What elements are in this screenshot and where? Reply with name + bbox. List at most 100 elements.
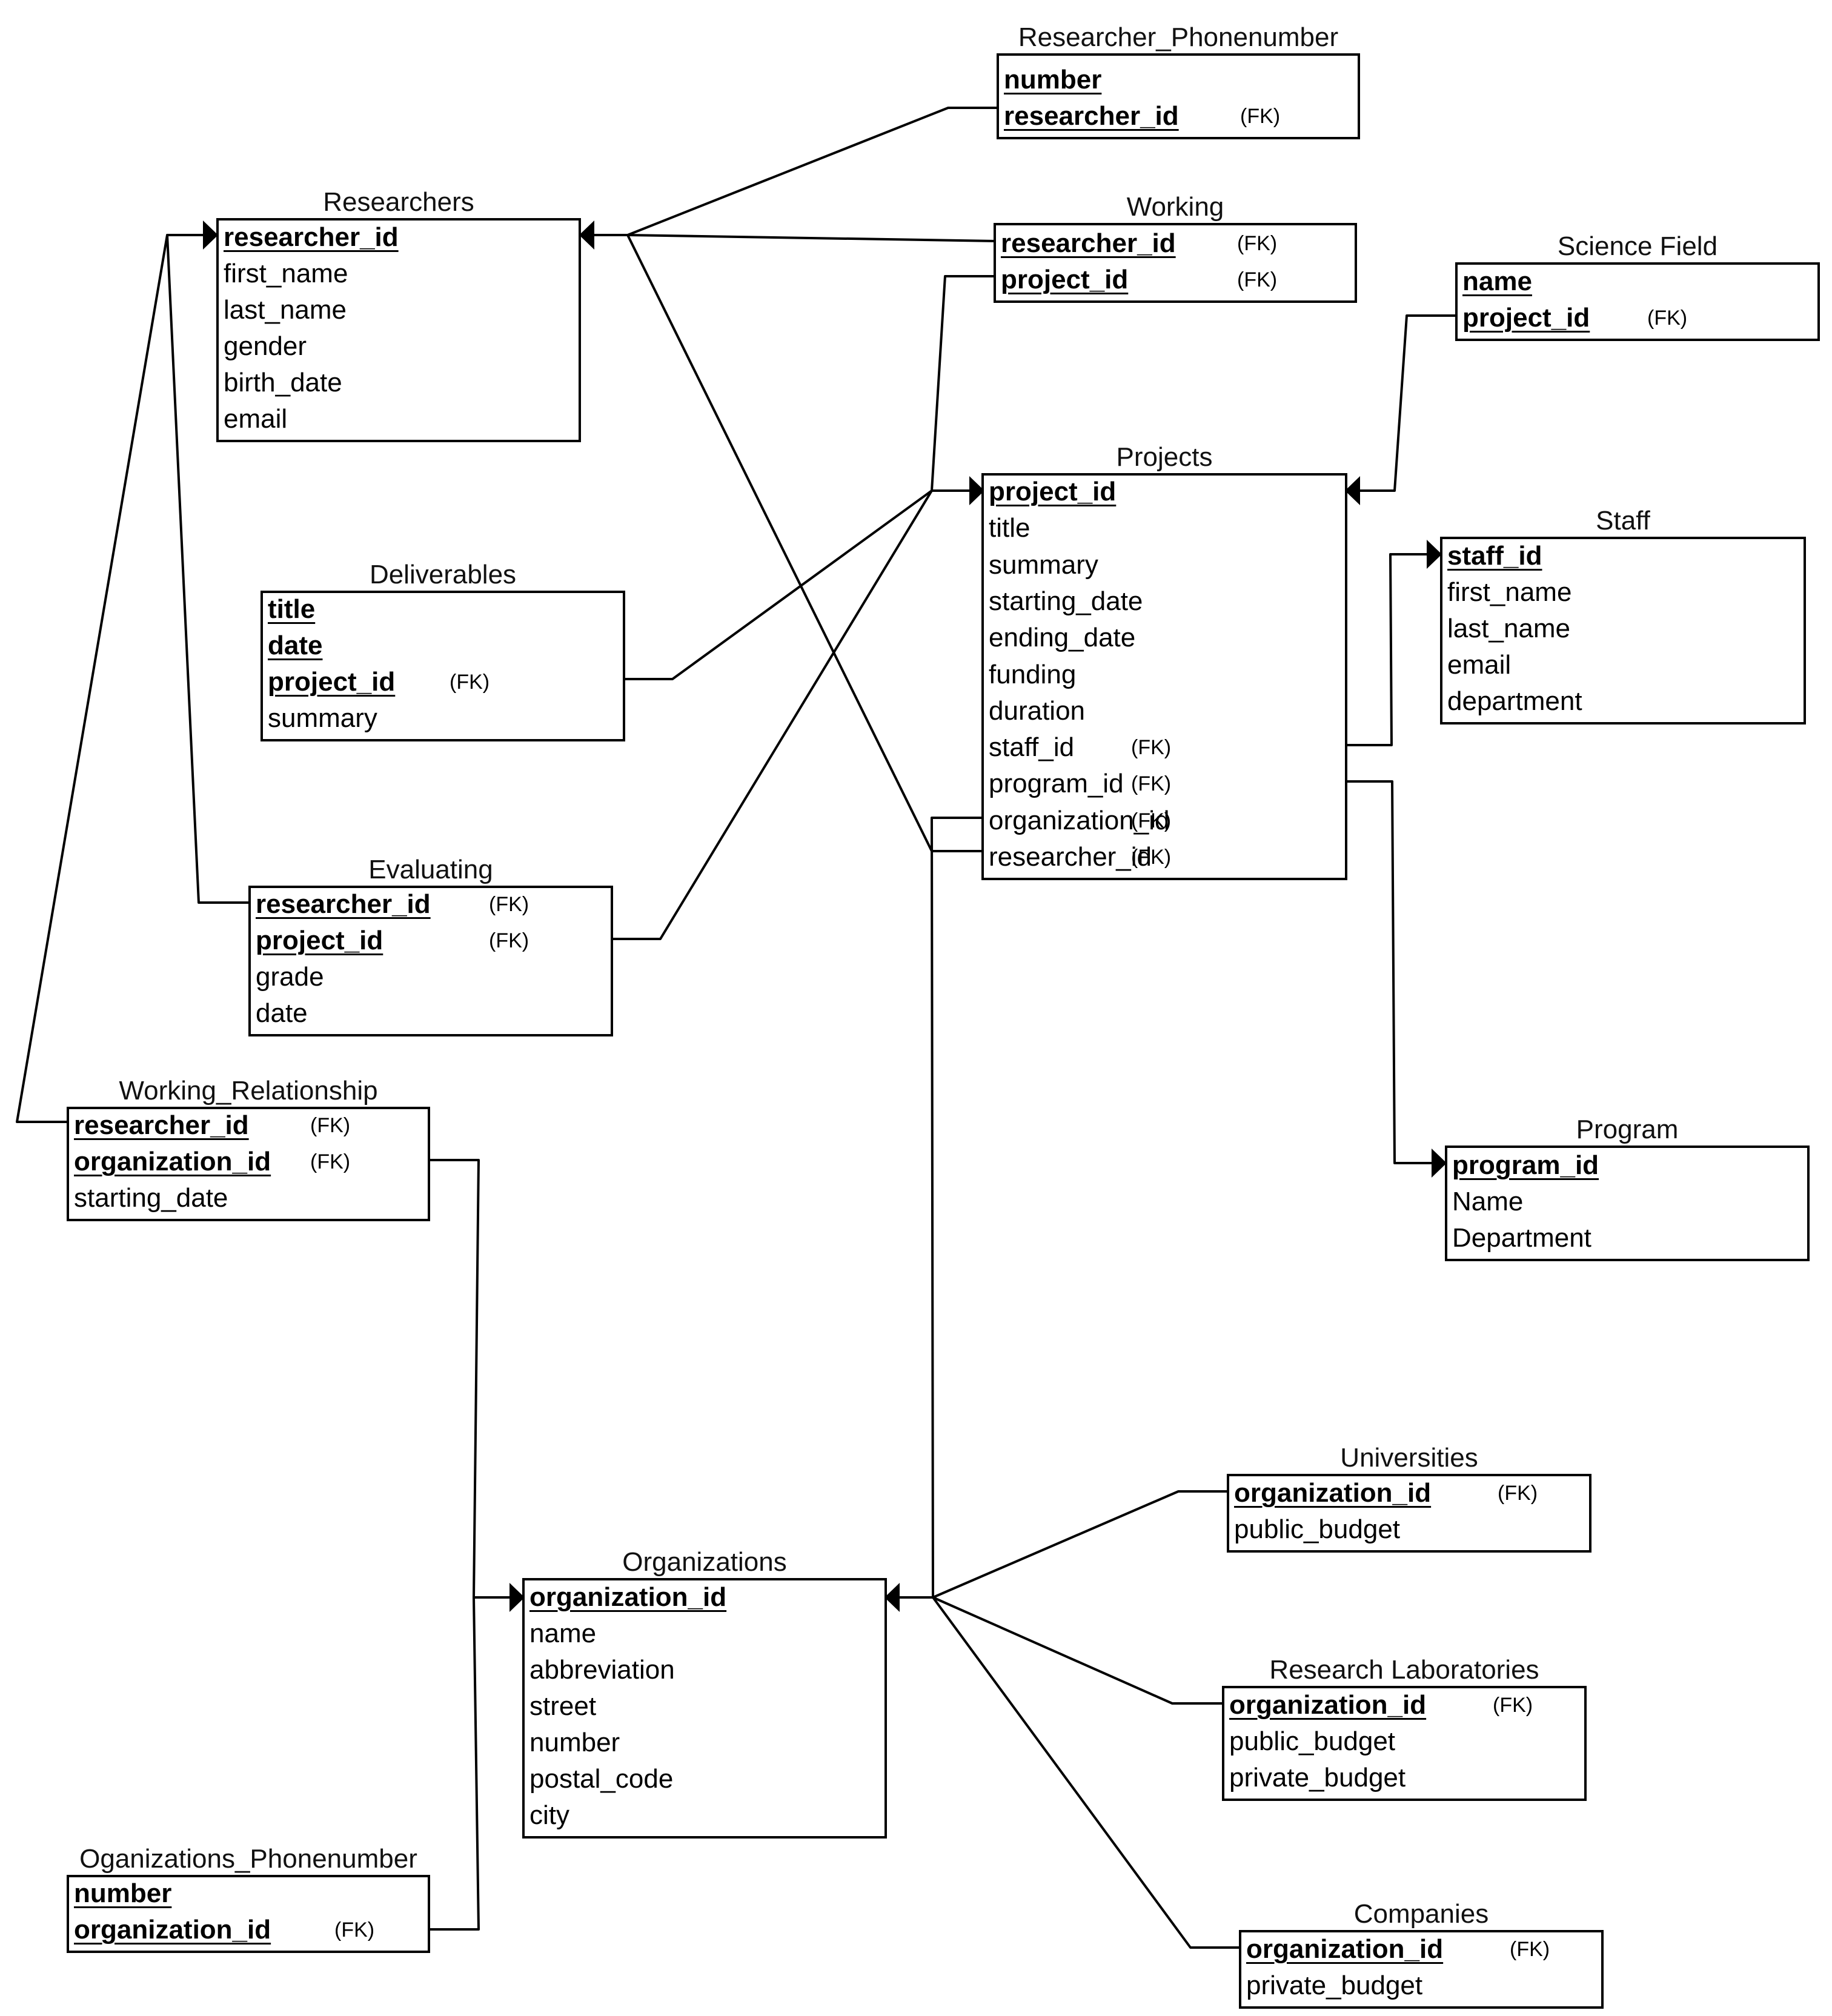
attribute-name: Name — [1452, 1187, 1524, 1216]
attribute-row: city — [529, 1797, 881, 1834]
primary-key-attribute: organization_id (FK) — [1229, 1687, 1581, 1723]
foreign-key-marker: (FK) — [1131, 772, 1172, 796]
attribute-row: summary — [268, 700, 619, 737]
entity-title: Organizations — [622, 1547, 787, 1577]
attribute-name: last_name — [1447, 614, 1571, 643]
attribute-row: number — [529, 1725, 881, 1761]
arrowhead-organizations-right — [884, 1583, 900, 1612]
attribute-row: birth_date — [224, 365, 575, 401]
attribute-name: first_name — [1447, 577, 1572, 607]
attribute-row: Name — [1452, 1184, 1804, 1220]
foreign-key-marker: (FK) — [1131, 846, 1172, 869]
attribute-row: starting_date — [74, 1180, 424, 1216]
attribute-name: organization_id — [1229, 1690, 1427, 1720]
attribute-name: private_budget — [1246, 1971, 1423, 2000]
attribute-row: public_budget — [1229, 1723, 1581, 1760]
attribute-row: gender — [224, 328, 575, 365]
attribute-row: first_name — [224, 256, 575, 292]
primary-key-attribute: title — [268, 591, 619, 628]
attribute-name: public_budget — [1229, 1726, 1396, 1756]
entity-box: researcher_id(FK)organization_id(FK)star… — [67, 1107, 430, 1221]
attribute-name: birth_date — [224, 368, 342, 397]
attribute-row: private_budget — [1229, 1760, 1581, 1796]
entity-title: Companies — [1353, 1899, 1489, 1929]
entity-title: Science Field — [1557, 231, 1718, 261]
entity-title: Working — [1126, 192, 1224, 222]
foreign-key-marker: (FK) — [450, 671, 490, 694]
attribute-name: email — [1447, 650, 1512, 680]
arrowhead-organizations-left — [509, 1583, 525, 1612]
attribute-name: project_id — [256, 926, 383, 955]
attribute-name: email — [224, 404, 288, 434]
arrowhead-staff — [1427, 540, 1442, 569]
primary-key-attribute: date — [268, 628, 619, 664]
attribute-name: grade — [256, 962, 324, 992]
attribute-name: project_id — [268, 667, 396, 697]
attribute-row: staff_id (FK) — [989, 729, 1341, 766]
primary-key-attribute: organization_id(FK) — [1234, 1475, 1585, 1511]
attribute-name: organization_id — [74, 1915, 271, 1945]
attribute-name: researcher_id — [74, 1110, 249, 1140]
foreign-key-marker: (FK) — [1240, 105, 1281, 128]
link-working-researchers — [585, 234, 997, 242]
attribute-name: abbreviation — [529, 1655, 675, 1685]
attribute-name: title — [268, 594, 316, 624]
foreign-key-marker: (FK) — [1498, 1482, 1538, 1505]
foreign-key-marker: (FK) — [1237, 268, 1278, 291]
entity-title: Deliverables — [369, 560, 517, 589]
foreign-key-marker: (FK) — [489, 893, 529, 916]
primary-key-attribute: program_id — [1452, 1147, 1804, 1184]
foreign-key-marker: (FK) — [1493, 1694, 1533, 1717]
attribute-row: first_name — [1447, 574, 1800, 611]
attribute-name: gender — [224, 331, 307, 361]
primary-key-attribute: researcher_id(FK) — [256, 886, 607, 923]
link-universities-organizations — [932, 1490, 1227, 1599]
attribute-name: name — [529, 1619, 597, 1648]
entity-title: Researcher_Phonenumber — [1018, 22, 1339, 52]
foreign-key-marker: (FK) — [1131, 736, 1172, 760]
entity-box: organization_id (FK) public_budget private_… — [1222, 1686, 1587, 1801]
link-projects-organizations — [891, 817, 981, 1599]
primary-key-attribute: organization_id(FK) — [74, 1144, 424, 1180]
entity-deliverables: Deliverables title date project_id (FK) summa… — [261, 561, 625, 741]
entity-box: title date project_id (FK) summary — [261, 591, 625, 741]
arrowhead-program — [1432, 1149, 1447, 1178]
attribute-row: street — [529, 1688, 881, 1725]
entity-title: Researchers — [323, 187, 474, 217]
attribute-name: starting_date — [74, 1183, 228, 1213]
attribute-name: last_name — [224, 295, 347, 325]
attribute-row: abbreviation — [529, 1652, 881, 1688]
attribute-row: last_name — [1447, 611, 1800, 647]
attribute-name: organization_id — [1246, 1934, 1444, 1964]
attribute-name: staff_id — [989, 732, 1075, 763]
attribute-row: Department — [1452, 1220, 1804, 1256]
foreign-key-marker: (FK) — [1647, 307, 1688, 330]
primary-key-attribute: organization_id(FK) — [1246, 1931, 1598, 1968]
primary-key-attribute: number — [1004, 62, 1354, 98]
entity-title: Staff — [1596, 506, 1650, 536]
entity-title: Working_Relationship — [119, 1076, 378, 1106]
link-phonenumber-researchers — [627, 107, 997, 236]
attribute-row: email — [1447, 647, 1800, 683]
attribute-row: program_id(FK) — [989, 766, 1341, 802]
attribute-row: funding — [989, 657, 1341, 693]
attribute-row: private_budget — [1246, 1968, 1598, 2004]
attribute-name: funding — [989, 659, 1077, 689]
attribute-name: project_id — [1462, 303, 1590, 333]
attribute-name: date — [268, 631, 323, 660]
attribute-row: date — [256, 995, 607, 1032]
attribute-name: organization_id — [74, 1147, 271, 1176]
attribute-row: researcher_id(FK) — [989, 839, 1341, 875]
link-reslabs-organizations — [932, 1596, 1222, 1705]
